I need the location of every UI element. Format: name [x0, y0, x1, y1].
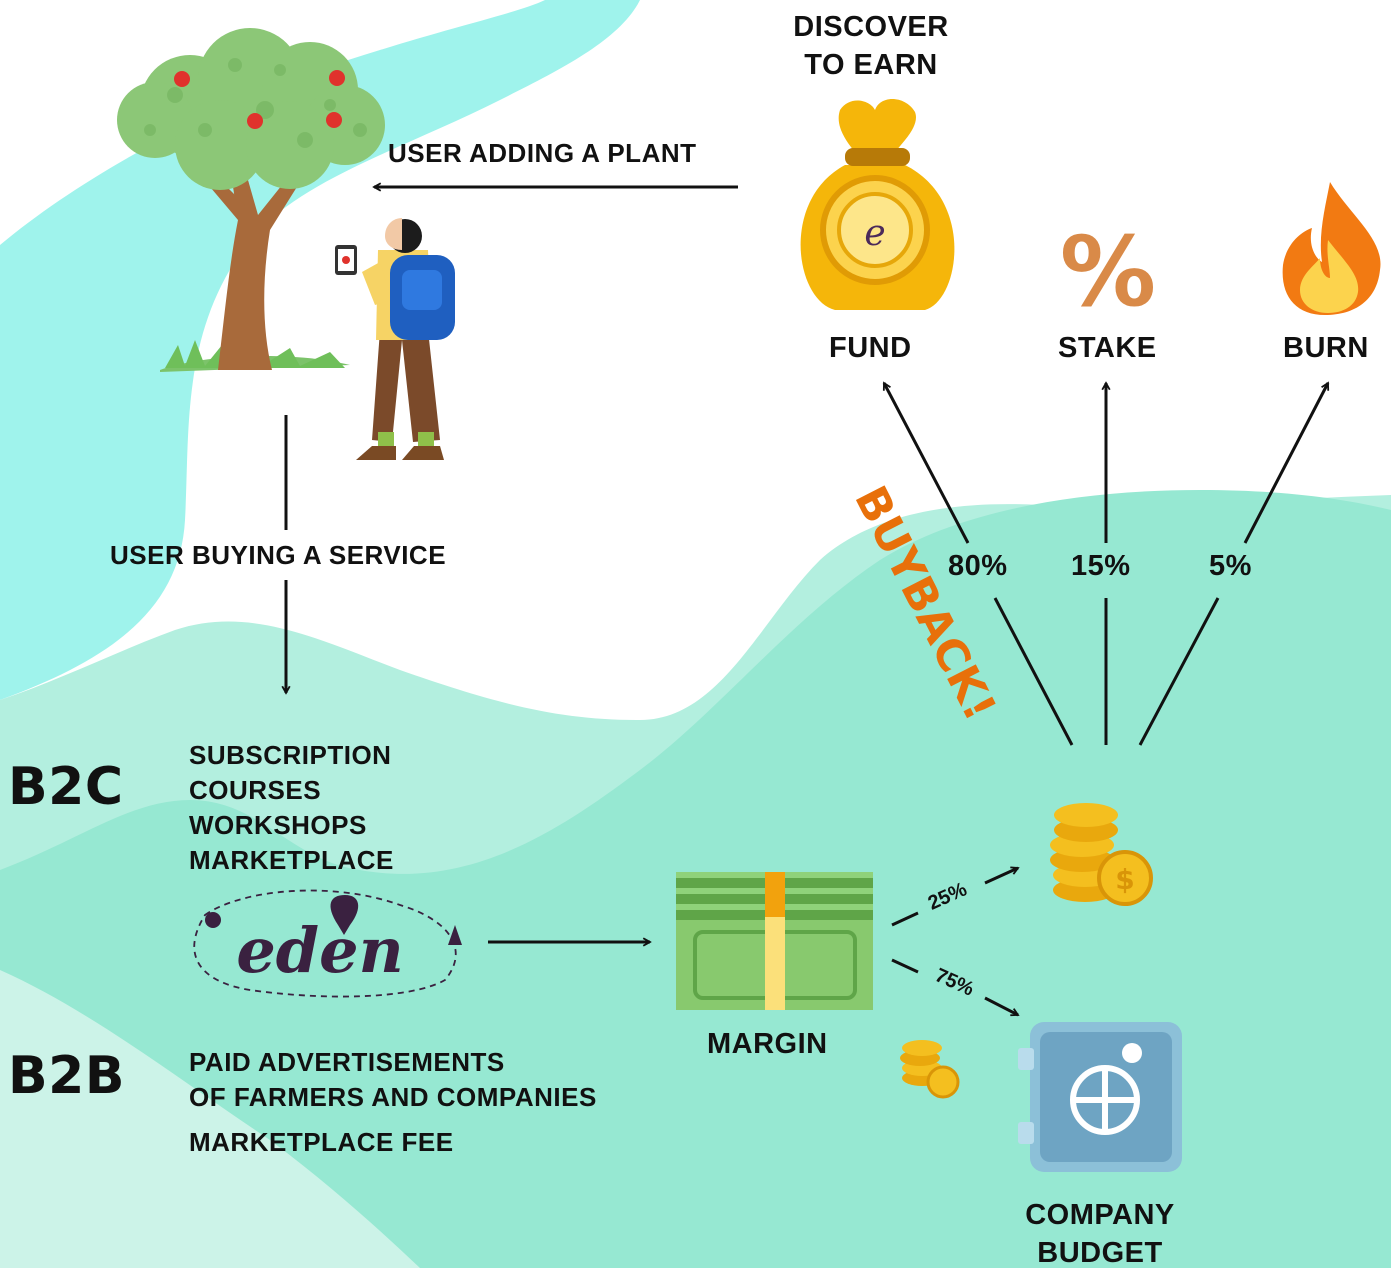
b2c-title: B2C	[8, 757, 124, 817]
background-river	[0, 0, 640, 700]
buyback-coins-icon: $	[1050, 803, 1153, 906]
company-budget-label: COMPANY BUDGET	[1010, 1196, 1190, 1272]
stake-percent-icon: %	[1060, 216, 1156, 328]
arrow-80-lower	[993, 597, 1074, 746]
b2b-items-list: PAID ADVERTISEMENTS OF FARMERS AND COMPA…	[189, 1045, 597, 1115]
eden-logo-text: eden	[236, 914, 403, 987]
arrow-5-lower	[1138, 597, 1220, 746]
b2c-items-list: SUBSCRIPTION COURSES WORKSHOPS MARKETPLA…	[189, 738, 394, 878]
user-adding-plant-label: USER ADDING A PLANT	[388, 138, 697, 168]
arrow-margin-75-b	[984, 996, 1018, 1017]
small-coins-icon	[900, 1040, 960, 1099]
discover-to-earn-label: DISCOVER TO EARN	[787, 8, 955, 84]
discover-line-1: DISCOVER	[793, 11, 949, 43]
stake-label: STAKE	[1058, 332, 1157, 364]
pct-fund-label: 80%	[948, 550, 1008, 582]
user-buying-service-label: USER BUYING A SERVICE	[110, 540, 447, 570]
flow-arrows	[286, 187, 1330, 1017]
burn-flame-icon	[1282, 182, 1381, 315]
burn-label: BURN	[1283, 332, 1369, 364]
hiker-with-phone-illustration	[335, 218, 455, 460]
apple-tree-illustration	[117, 28, 385, 372]
arrow-80-upper	[882, 383, 970, 544]
company-safe-icon	[1018, 1022, 1182, 1172]
company-budget-line-1: COMPANY	[1025, 1199, 1175, 1231]
svg-text:e: e	[864, 213, 885, 254]
b2c-item: MARKETPLACE	[189, 845, 394, 875]
background-hill-far	[0, 970, 420, 1268]
b2b-title: B2B	[8, 1046, 125, 1106]
company-budget-line-2: BUDGET	[1037, 1237, 1163, 1269]
fund-label: FUND	[829, 332, 912, 364]
svg-text:$: $	[1115, 863, 1134, 896]
margin-money-stack-icon	[676, 872, 873, 1010]
b2b-line: PAID ADVERTISEMENTS	[189, 1047, 505, 1077]
arrow-margin-25-b	[984, 868, 1018, 885]
eden-logo: eden	[193, 889, 462, 998]
arrow-5-upper	[1243, 383, 1330, 544]
b2b-line: OF FARMERS AND COMPANIES	[189, 1082, 597, 1112]
fund-money-bag-icon: e	[800, 98, 955, 310]
b2c-item: WORKSHOPS	[189, 810, 367, 840]
arrow-margin-25-a	[891, 911, 919, 927]
pct-stake-label: 15%	[1071, 550, 1131, 582]
b2b-marketplace-fee: MARKETPLACE FEE	[189, 1127, 454, 1157]
b2c-item: COURSES	[189, 775, 322, 805]
margin-label: MARGIN	[707, 1028, 828, 1060]
pct-burn-label: 5%	[1209, 550, 1252, 582]
discover-line-2: TO EARN	[804, 49, 938, 81]
arrow-margin-75-a	[891, 958, 919, 974]
b2c-item: SUBSCRIPTION	[189, 740, 392, 770]
